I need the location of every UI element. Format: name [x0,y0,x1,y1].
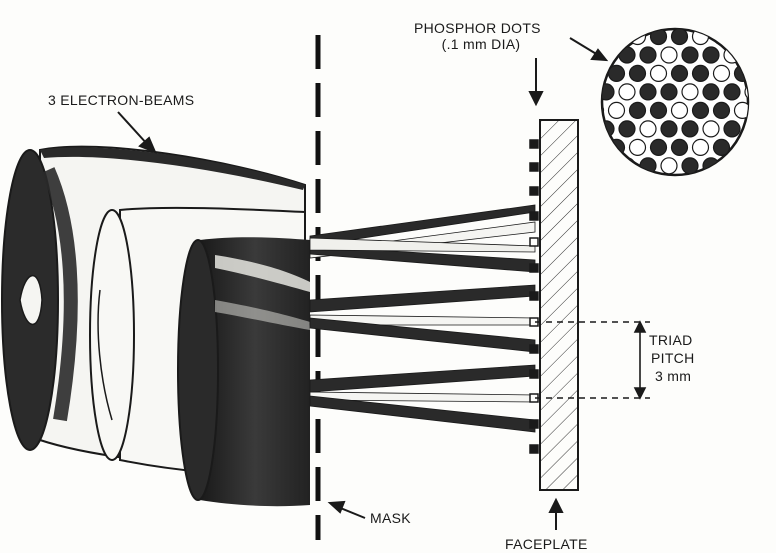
phosphor-dot-filled [691,101,710,120]
phosphor-dot-column [529,139,539,454]
phosphor-dot-filled [577,84,593,100]
label-phosphor-dots-diameter: (.1 mm DIA) [441,36,521,52]
phosphor-dot-filled [702,46,720,64]
phosphor-dot-filled [735,176,751,192]
phosphor-dot-open [602,157,615,175]
phosphor-dot-filled [609,176,625,192]
phosphor-dot-filled [649,29,668,46]
phosphor-dot-open [618,83,636,101]
phosphor-dot-open [660,46,678,64]
phosphor-dot-open [628,138,647,156]
phosphor-dot-filled [618,157,636,175]
label-pitch: PITCH [651,350,695,366]
triad-pitch-guides [535,321,650,399]
phosphor-dot-filled [744,46,748,64]
phosphor-dot-open [639,120,657,138]
phosphor-dot-open [744,83,748,101]
phosphor-dot-open [681,83,699,101]
phosphor-dot-open [703,10,719,26]
triad-pitch-arrow [633,320,647,400]
phosphor-dot-open [577,10,593,26]
phosphor-dot-filled [598,10,614,26]
phosphor-dot-filled [756,176,772,192]
phosphor-magnified-view [577,10,772,192]
beam-rays [309,204,536,433]
phosphor-dot-open [756,139,772,155]
phosphor-dot-open [649,64,668,83]
faceplate [539,119,579,491]
phosphor-dot-filled [639,157,657,175]
phosphor-dot-filled [672,176,688,192]
phosphor-dot-filled [649,101,668,120]
phosphor-dot-filled [670,138,689,156]
phosphor-dot-open [756,29,772,45]
phosphor-dot-filled [619,10,635,26]
phosphor-dot-filled [682,10,698,26]
phosphor-dot-filled [712,138,731,156]
phosphor-dot-filled [661,10,677,26]
phosphor-dot-filled [744,157,748,175]
phosphor-dot-filled [681,46,699,64]
phosphor-dot-filled [691,64,710,83]
phosphor-dot-open [714,176,730,192]
phosphor-dot-open [702,120,720,138]
phosphor-dot-filled [649,138,668,156]
phosphor-dot-open [602,64,605,83]
phosphor-dot-filled [693,176,709,192]
phosphor-dot-filled [602,83,615,101]
label-electron-beams: 3 ELECTRON-BEAMS [48,92,195,108]
phosphor-dot-filled [681,120,699,138]
phosphor-dot-filled [628,64,647,83]
phosphor-dot-filled [602,101,605,120]
phosphor-dot-open [577,121,593,137]
phosphor-dot-filled [744,120,748,138]
phosphor-dot-open [588,176,604,192]
phosphor-dot-filled [607,29,626,46]
phosphor-dot-open [640,10,656,26]
phosphor-dot-filled [756,65,772,81]
phosphor-dot-open [660,157,678,175]
label-pitch-value: 3 mm [655,368,692,384]
phosphor-dot-open [607,101,626,120]
phosphor-dot-filled [607,64,626,83]
phosphor-dot-filled [670,64,689,83]
phosphor-dot-filled [702,83,720,101]
phosphor-dot-open [733,101,748,120]
phosphor-dot-filled [602,138,605,156]
phosphor-dot-filled [745,10,761,26]
phosphor-dot-filled [724,10,740,26]
phosphor-dot-filled [712,29,731,46]
phosphor-dot-filled [639,83,657,101]
phosphor-dot-filled [733,29,748,46]
phosphor-dot-open [712,64,731,83]
phosphor-dot-open [691,138,710,156]
label-triad: TRIAD [649,332,693,348]
label-arrows [117,37,609,530]
phosphor-dot-filled [618,46,636,64]
phosphor-dot-filled [602,29,605,46]
phosphor-dot-open [723,157,741,175]
label-faceplate: FACEPLATE [505,536,588,552]
label-phosphor-dots: PHOSPHOR DOTS [414,20,541,36]
phosphor-dot-open [651,176,667,192]
phosphor-dot-filled [660,120,678,138]
phosphor-dot-filled [670,29,689,46]
phosphor-dot-filled [630,176,646,192]
phosphor-dot-filled [639,46,657,64]
phosphor-dot-filled [660,83,678,101]
phosphor-dot-open [670,101,689,120]
phosphor-dot-filled [712,101,731,120]
phosphor-dot-filled [723,120,741,138]
phosphor-dot-filled [628,101,647,120]
label-mask: MASK [370,510,411,526]
phosphor-dot-filled [577,158,593,174]
phosphor-dot-filled [756,102,772,118]
phosphor-dot-filled [618,120,636,138]
electron-beam-bottom [177,237,310,507]
phosphor-dot-filled [681,157,699,175]
phosphor-dot-filled [723,83,741,101]
